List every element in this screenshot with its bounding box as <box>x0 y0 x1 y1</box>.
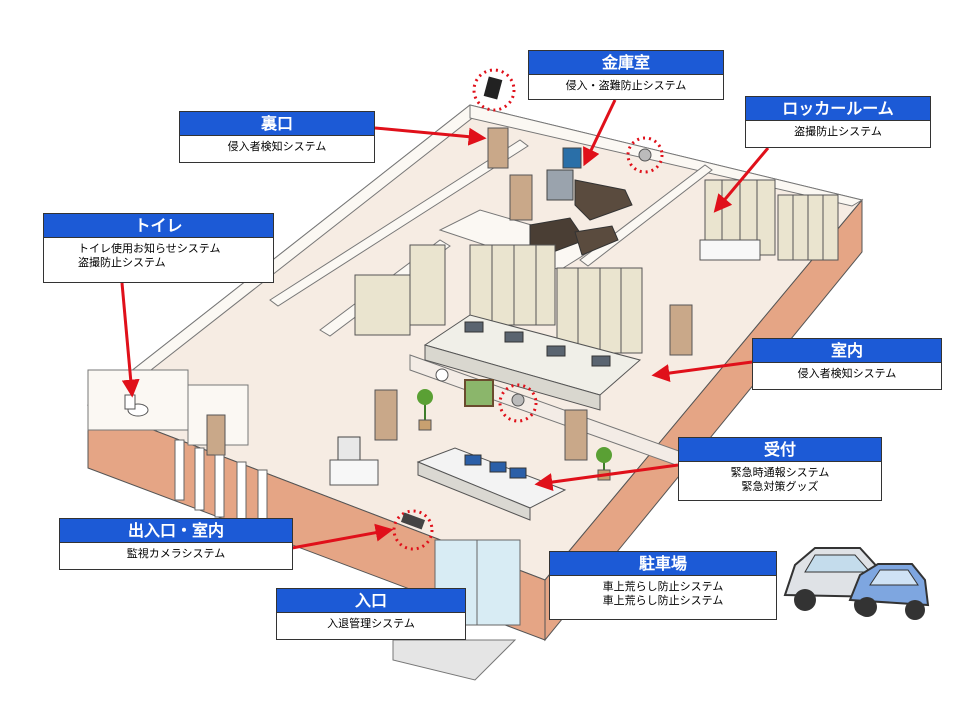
callout-line: 侵入者検知システム <box>797 367 897 380</box>
reception-counter-front <box>417 461 531 521</box>
callout-ura: 裏口 侵入者検知システム <box>179 111 375 163</box>
plant-icon <box>417 389 433 431</box>
callout-deiri: 出入口・室内 監視カメラシステム <box>59 518 293 570</box>
wall-picture <box>464 379 494 407</box>
callout-line: トイレ使用お知らせシステム <box>78 242 221 255</box>
callout-line: 侵入・盗難防止システム <box>565 79 687 92</box>
callout-line: 車上荒らし防止システム <box>602 594 724 607</box>
front-wall-right <box>544 198 863 642</box>
laptop-row <box>464 321 611 367</box>
callout-title: 裏口 <box>180 112 374 136</box>
callout-title: ロッカールーム <box>746 97 930 121</box>
safe-icon <box>546 169 574 201</box>
toilet-room <box>87 369 189 431</box>
back-door <box>487 127 509 169</box>
callout-title: 入口 <box>277 589 465 613</box>
security-camera-icon <box>472 68 516 112</box>
side-cabinets <box>354 244 446 336</box>
reception-door <box>564 409 588 461</box>
callout-title: トイレ <box>44 214 273 238</box>
safe-top-box <box>562 147 582 169</box>
callout-iriguchi: 入口 入退管理システム <box>276 588 466 640</box>
callout-line: 盗撮防止システム <box>78 256 166 269</box>
callout-line: 侵入者検知システム <box>227 140 327 153</box>
sofa-small <box>574 225 619 256</box>
callout-shitsunai: 室内 侵入者検知システム <box>752 338 942 390</box>
callout-line: 入退管理システム <box>327 617 415 630</box>
office-cabinets <box>469 244 643 354</box>
callout-title: 室内 <box>753 339 941 363</box>
callout-kinko: 金庫室 侵入・盗難防止システム <box>528 50 724 100</box>
entrance-step <box>392 639 517 681</box>
callout-line: 緊急時通報システム <box>730 466 830 479</box>
arrow-ura <box>374 126 487 146</box>
callout-title: 金庫室 <box>529 51 723 75</box>
office-desk-front <box>424 344 601 411</box>
car-icon <box>848 563 930 620</box>
arrow-deiri <box>291 523 394 550</box>
arrow-uketsuke <box>534 463 679 491</box>
arrow-shitsunai <box>651 360 753 383</box>
callout-locker: ロッカールーム 盗撮防止システム <box>745 96 931 148</box>
wall-clock <box>435 368 449 382</box>
arrow-kinko <box>583 99 617 167</box>
callout-body: 車上荒らし防止システム 車上荒らし防止システム <box>550 576 776 612</box>
callout-title: 出入口・室内 <box>60 519 292 543</box>
lobby-door <box>374 389 398 441</box>
office-door <box>669 304 693 356</box>
arrow-toilet <box>120 282 140 398</box>
locker-table <box>699 239 761 261</box>
locker-group-2 <box>777 194 839 261</box>
callout-line: 緊急対策グッズ <box>741 480 819 493</box>
toilet-door <box>206 414 226 456</box>
tv <box>337 436 361 464</box>
callout-chushajo: 駐車場 車上荒らし防止システム 車上荒らし防止システム <box>549 551 777 620</box>
dome-camera-icon <box>626 136 664 174</box>
callout-toilet: トイレ トイレ使用お知らせシステム 盗撮防止システム <box>43 213 274 283</box>
arrow-locker <box>713 147 770 213</box>
tv-stand <box>329 459 379 486</box>
partition-hall <box>269 139 529 307</box>
callout-line: 盗撮防止システム <box>794 125 882 138</box>
callout-title: 受付 <box>679 438 881 462</box>
vault-door <box>509 174 533 221</box>
callout-body: トイレ使用お知らせシステム 盗撮防止システム <box>44 238 273 274</box>
front-windows <box>174 439 268 533</box>
security-camera-icon <box>392 509 434 551</box>
callout-title: 駐車場 <box>550 552 776 576</box>
callout-body: 緊急時通報システム 緊急対策グッズ <box>679 462 881 498</box>
reception-monitors <box>464 454 527 479</box>
vault-desk <box>574 179 633 221</box>
callout-line: 監視カメラシステム <box>126 547 226 560</box>
callout-line: 車上荒らし防止システム <box>602 580 724 593</box>
callout-uketsuke: 受付 緊急時通報システム 緊急対策グッズ <box>678 437 882 501</box>
dome-camera-icon <box>498 383 538 423</box>
toilet-tank <box>124 394 136 410</box>
